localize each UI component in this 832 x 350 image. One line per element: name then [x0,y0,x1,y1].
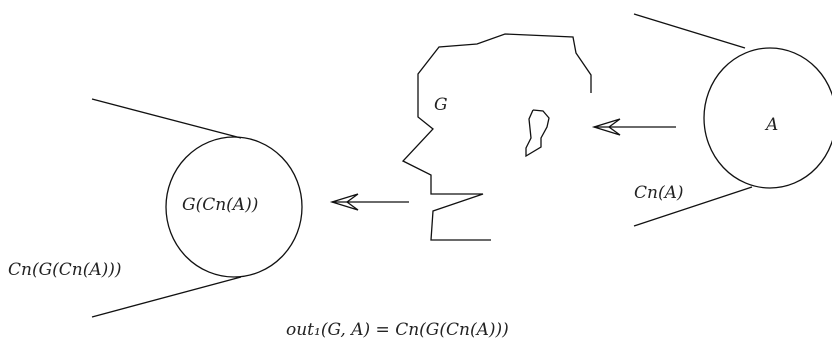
cone-cn-a-upper-edge [633,13,746,49]
arrow-g-to-output [329,193,409,211]
cone-cn-a-lower-edge [633,186,753,227]
label-g: G [434,95,448,115]
cone-cn-g-cn-a [91,98,303,318]
arrow-a-to-g [591,118,676,136]
cone-cn-a [633,13,832,227]
ear-outline [525,109,550,158]
circle-g-cn-a [165,136,303,278]
equation-out1: out₁(G, A) = Cn(G(Cn(A))) [286,320,509,340]
circle-a [703,47,832,189]
cone-output-upper-edge [91,98,242,139]
cone-output-lower-edge [91,276,242,318]
head-g [401,33,592,241]
label-cn-g-cn-a: Cn(G(Cn(A))) [8,260,122,280]
label-g-cn-a: G(Cn(A)) [182,195,259,215]
label-a: A [766,115,779,135]
label-cn-a: Cn(A) [634,183,684,203]
head-outline [401,33,592,241]
